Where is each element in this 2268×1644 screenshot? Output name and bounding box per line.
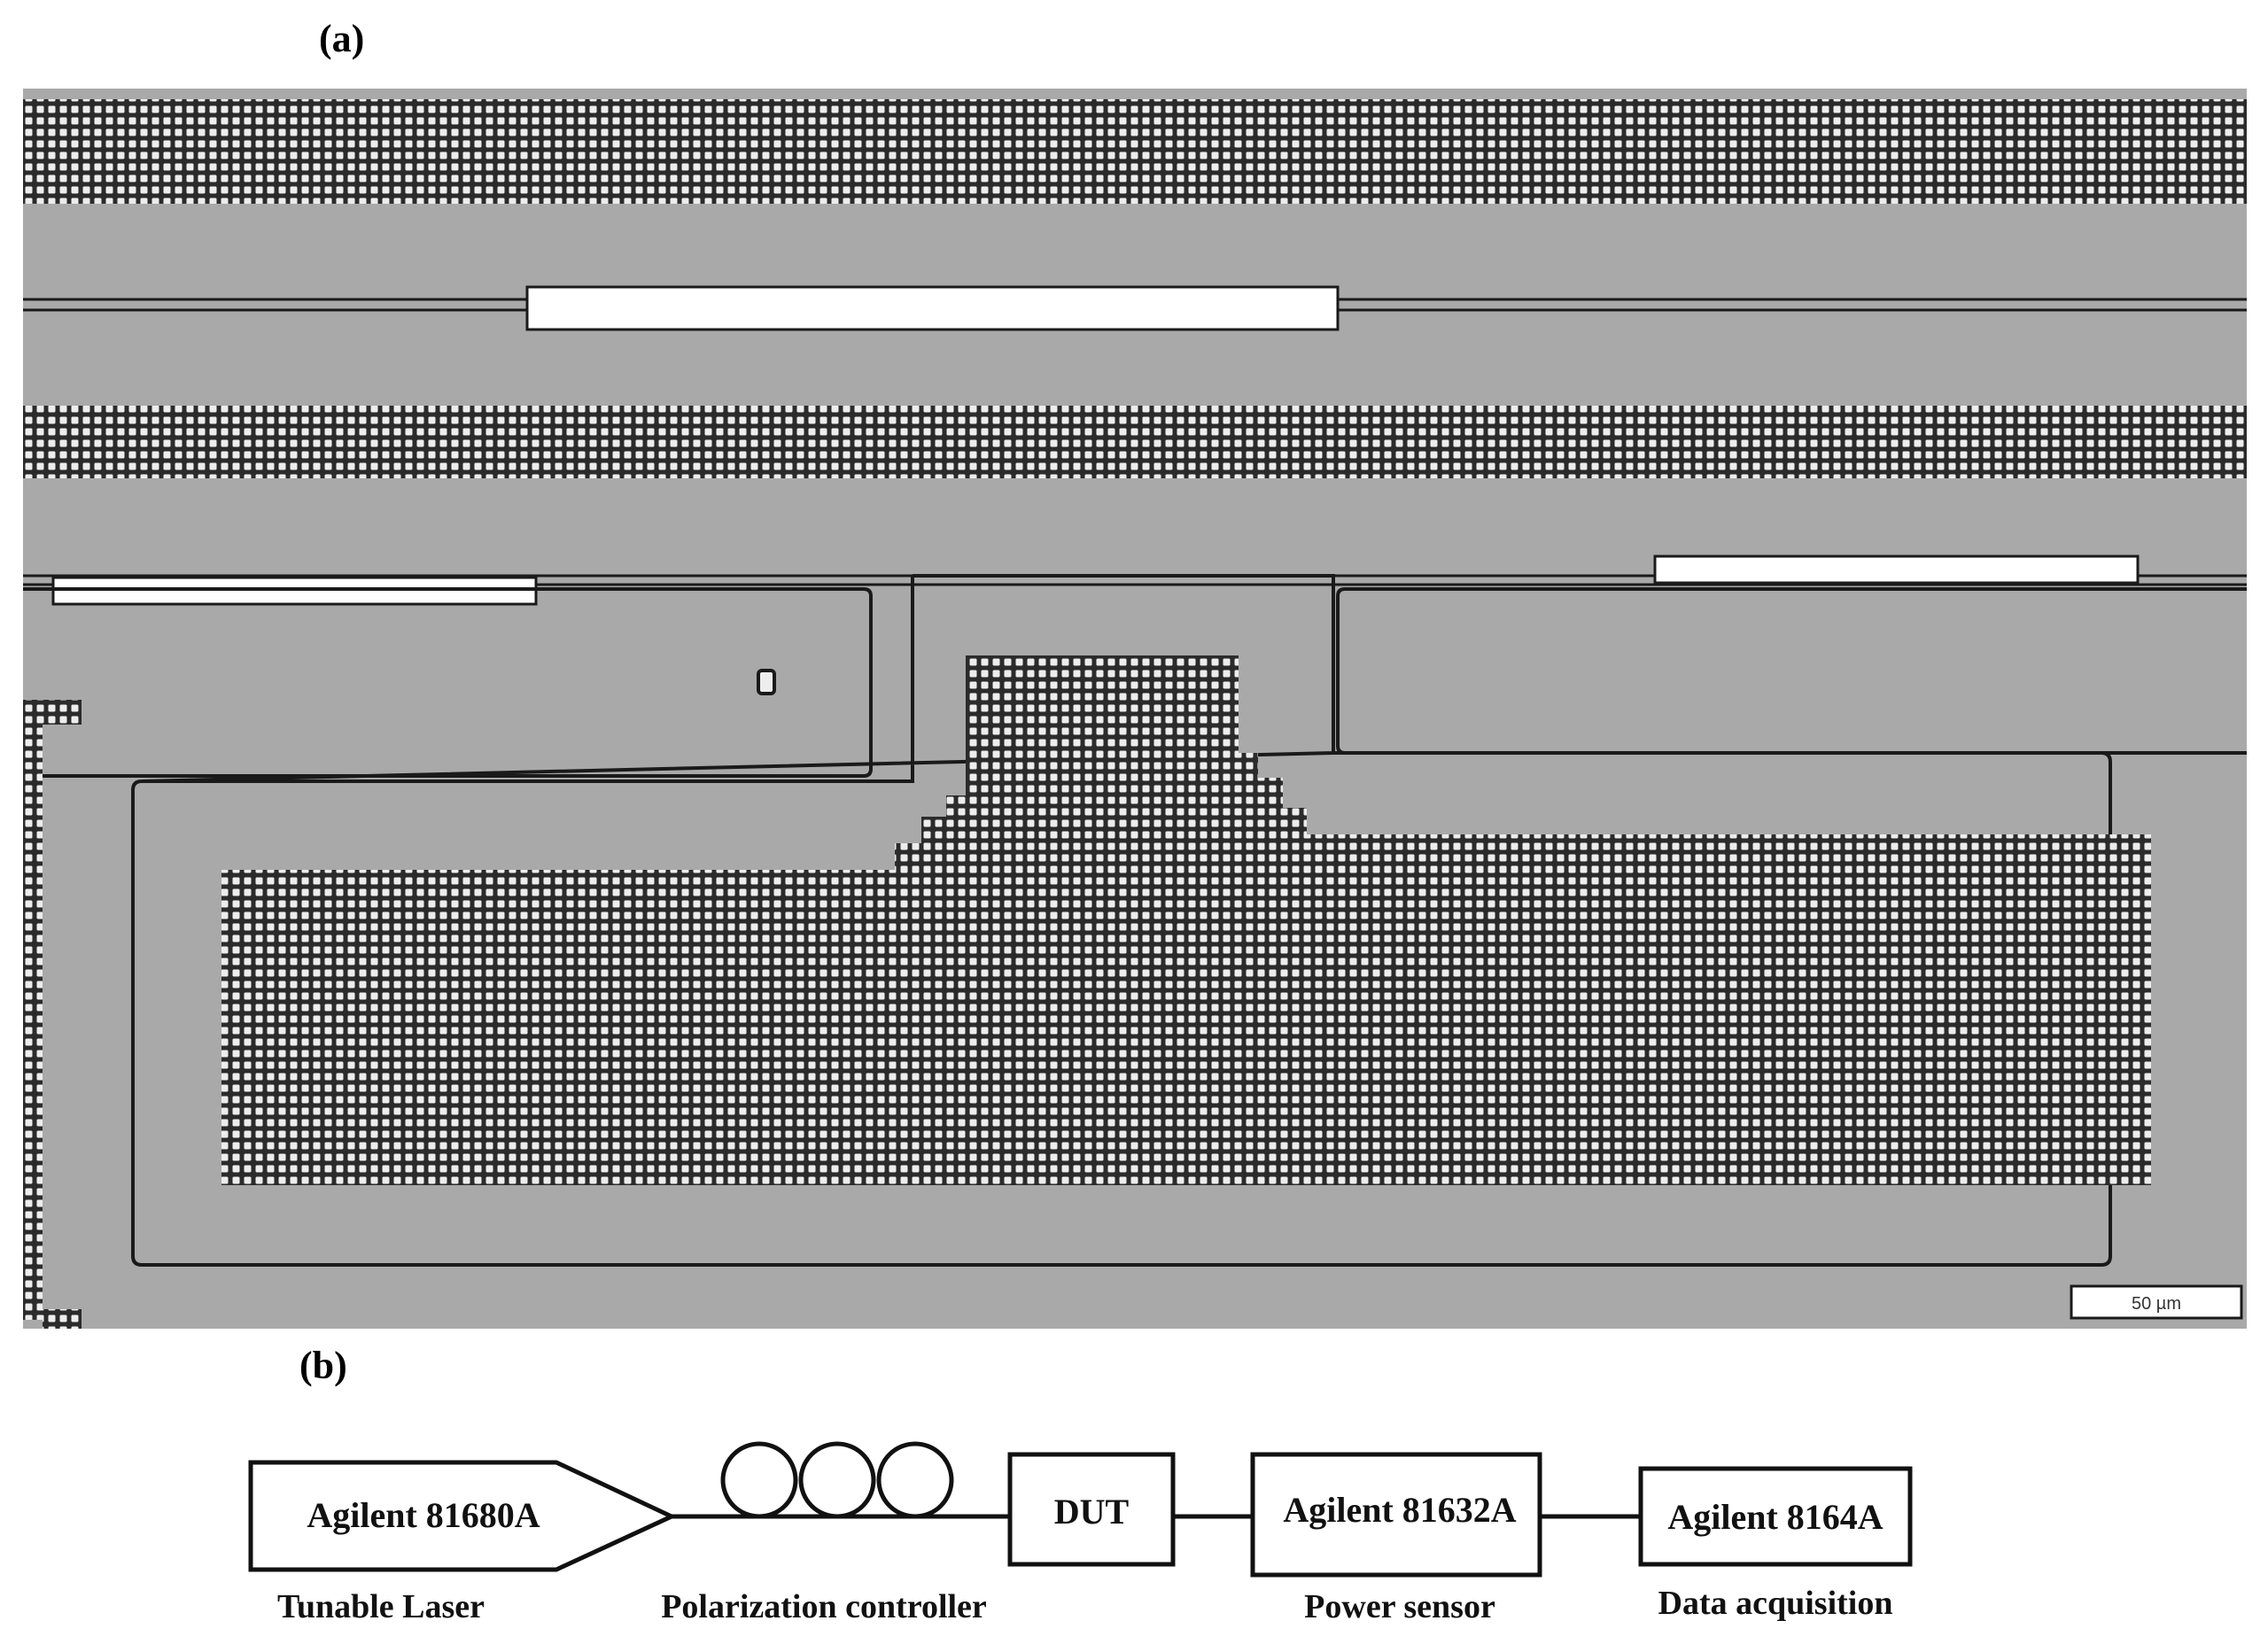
daq-caption: Data acquisition <box>1658 1585 1893 1622</box>
sensor-label: Agilent 81632A <box>1283 1490 1516 1530</box>
top-taper-core <box>525 285 1340 331</box>
large-pillar-region <box>221 655 2151 1185</box>
middle-pillar-band <box>23 406 2247 478</box>
sensor-caption: Power sensor <box>1304 1588 1495 1625</box>
laser-caption: Tunable Laser <box>277 1588 485 1625</box>
left-edge-pillars <box>23 700 82 1329</box>
microscope-image: 50 µm <box>23 89 2247 1329</box>
top-waveguide <box>23 285 2247 331</box>
laser-block <box>248 1460 677 1572</box>
sensor-block <box>1250 1452 1542 1578</box>
polarization-controller-loops <box>720 1441 954 1519</box>
right-taper-core <box>1653 554 2140 585</box>
scale-bar: 50 µm <box>2070 1284 2243 1320</box>
panel-a-label: (a) <box>319 17 364 60</box>
small-marker <box>757 669 776 695</box>
dut-block <box>1007 1452 1176 1567</box>
laser-label: Agilent 81680A <box>307 1495 540 1535</box>
setup-diagram <box>248 1441 1913 1578</box>
daq-block <box>1638 1466 1913 1567</box>
setup-text: Agilent 81680A DUT Agilent 81632A Agilen… <box>277 1490 1893 1625</box>
dut-label: DUT <box>1054 1492 1130 1532</box>
daq-label: Agilent 8164A <box>1667 1497 1883 1537</box>
top-pillar-band <box>23 99 2247 216</box>
panel-b-label: (b) <box>299 1344 347 1387</box>
scale-bar-label: 50 µm <box>2132 1294 2181 1314</box>
trench-outlines <box>23 574 2247 1267</box>
polarization-caption: Polarization controller <box>661 1588 987 1625</box>
